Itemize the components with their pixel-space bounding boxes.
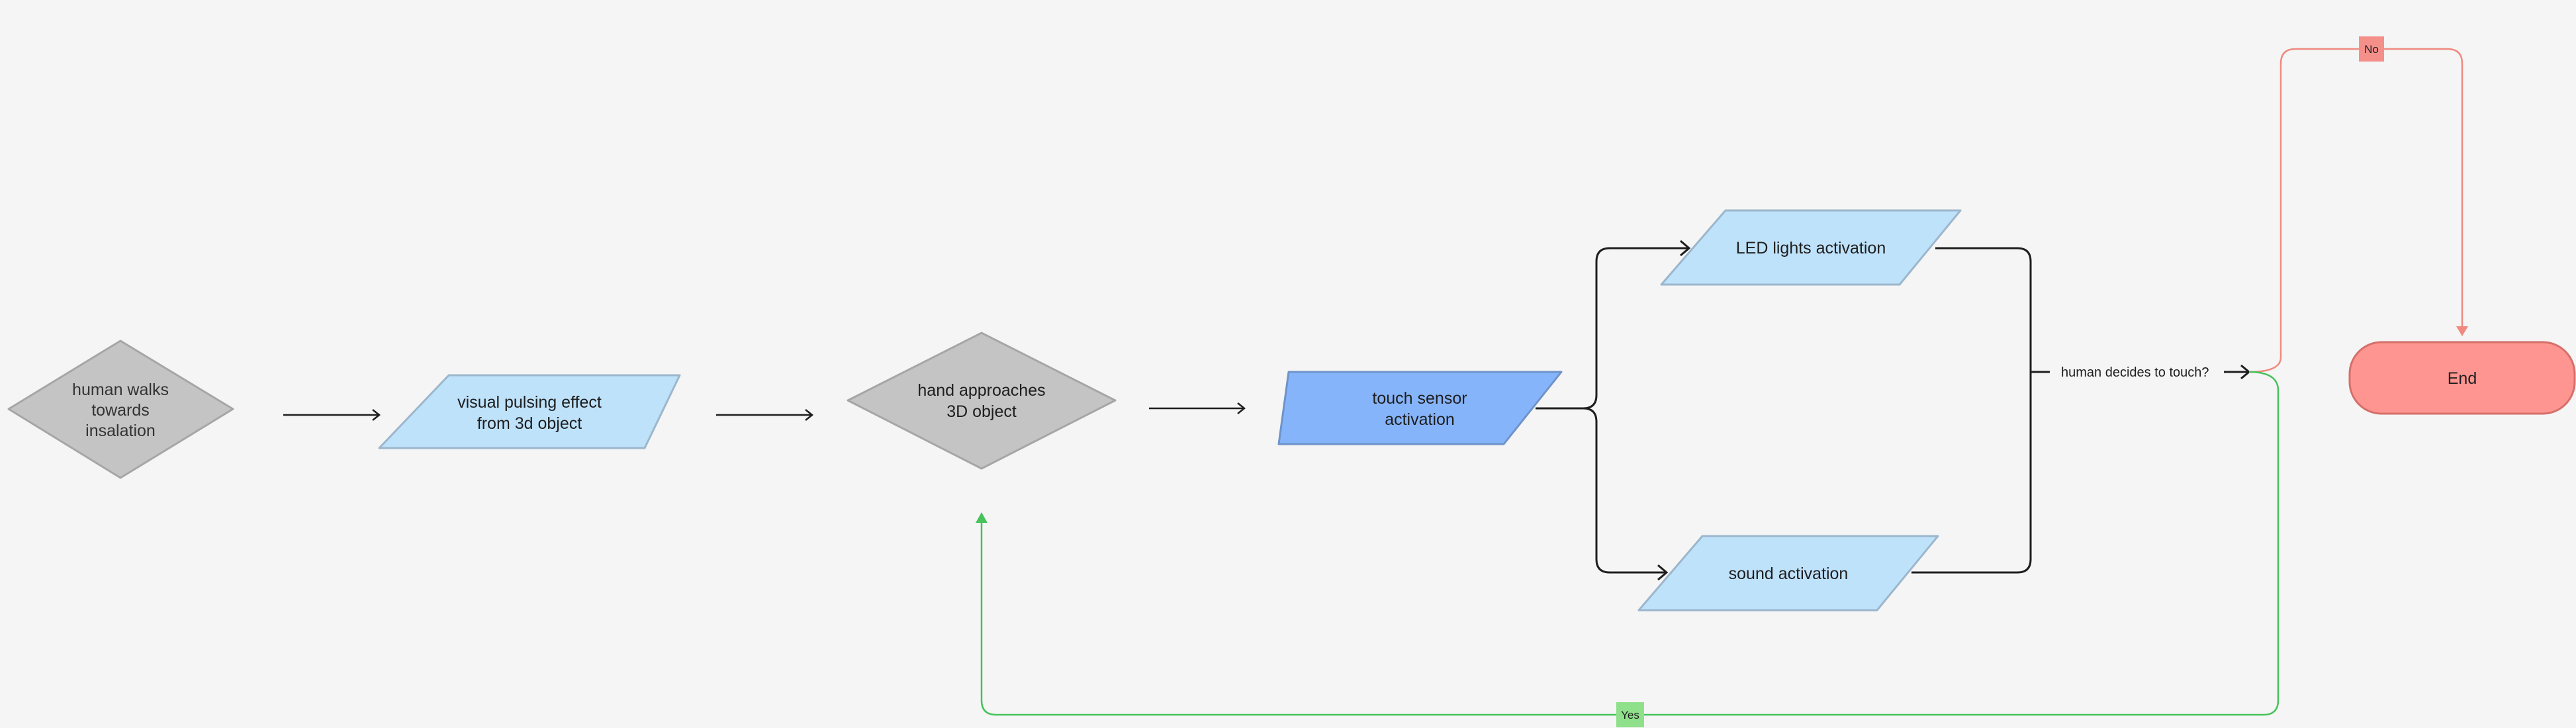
arrowhead-no	[2456, 326, 2468, 336]
label-end: End	[2448, 369, 2477, 388]
io-visual-pulsing: visual pulsing effect from 3d object	[378, 374, 681, 449]
label-led-lights: LED lights activation	[1736, 239, 1886, 257]
label-visual-pulsing-2: from 3d object	[477, 414, 582, 433]
connector-pulse-to-approach	[716, 409, 814, 421]
decision-hand-approaches: hand approaches 3D object	[847, 332, 1117, 470]
tag-yes: Yes	[1616, 702, 1644, 727]
terminal-end: End	[2348, 341, 2576, 415]
arrowhead-yes	[976, 512, 988, 523]
label-visual-pulsing-1: visual pulsing effect	[457, 393, 602, 412]
decision-human-decides: human decides to touch?	[2061, 365, 2209, 380]
io-sound: sound activation	[1637, 535, 1939, 612]
label-hand-approaches-2: 3D object	[946, 402, 1017, 421]
io-led-lights: LED lights activation	[1660, 209, 1962, 286]
connector-decision-out	[2224, 364, 2251, 380]
connector-approach-to-touch	[1149, 402, 1246, 414]
label-touch-sensor-1: touch sensor	[1372, 389, 1467, 408]
label-hand-approaches-1: hand approaches	[917, 381, 1045, 400]
label-human-walks-2: towards	[91, 401, 150, 420]
connector-no-path	[2248, 48, 2463, 373]
tag-yes-label: Yes	[1621, 709, 1639, 721]
decision-human-walks: human walks towards insalation	[7, 340, 234, 479]
tag-no-label: No	[2364, 43, 2379, 56]
connector-touch-to-sound	[1583, 407, 1669, 581]
label-human-walks-3: insalation	[85, 422, 156, 440]
io-touch-sensor: touch sensor activation	[1277, 371, 1563, 445]
connector-yes-path	[980, 371, 2279, 716]
connector-walk-to-pulse	[283, 409, 381, 421]
tag-no: No	[2359, 36, 2384, 62]
connector-touch-to-led	[1536, 240, 1691, 410]
label-sound: sound activation	[1729, 565, 1849, 583]
connector-led-to-decision	[1911, 247, 2050, 574]
label-touch-sensor-2: activation	[1385, 410, 1455, 429]
label-human-walks-1: human walks	[72, 381, 169, 399]
